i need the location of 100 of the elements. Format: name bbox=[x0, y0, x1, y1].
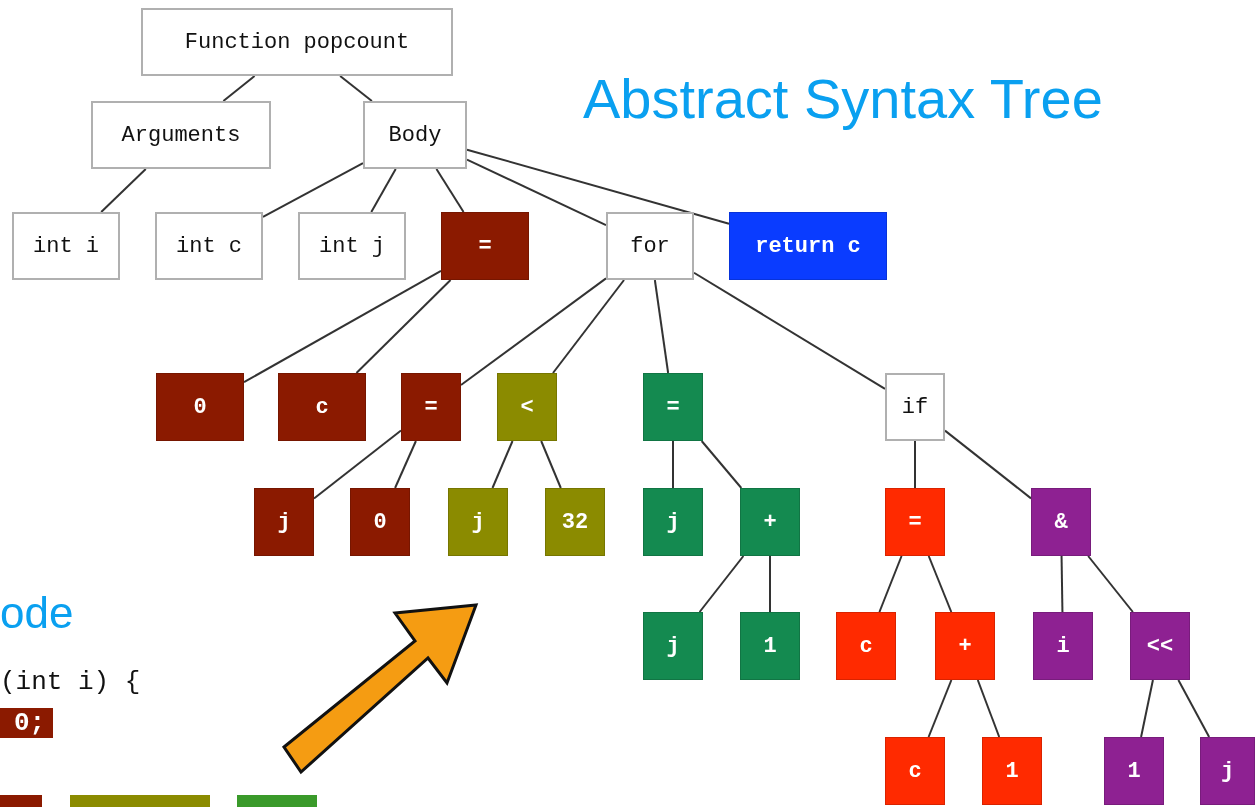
tree-node bbox=[298, 212, 406, 280]
tree-line bbox=[355, 279, 452, 374]
operator-node bbox=[350, 488, 410, 556]
operator-node bbox=[1200, 737, 1255, 805]
tree-line bbox=[466, 148, 730, 225]
tree-line bbox=[466, 158, 607, 227]
node-label: + bbox=[763, 509, 777, 535]
tree-line bbox=[222, 75, 256, 102]
node-label: c bbox=[908, 758, 922, 784]
tree-node bbox=[155, 212, 263, 280]
tree-line bbox=[698, 555, 745, 613]
node-label: j bbox=[666, 509, 680, 535]
node-label: << bbox=[1146, 633, 1174, 659]
node-label: < bbox=[520, 394, 534, 420]
tree-line bbox=[313, 429, 402, 500]
node-label: = bbox=[478, 233, 492, 259]
node-label: 1 bbox=[763, 633, 777, 659]
tree-line bbox=[927, 555, 953, 613]
node-label: Arguments bbox=[121, 122, 241, 148]
node-label: 0 bbox=[373, 509, 387, 535]
operator-node bbox=[156, 373, 244, 441]
node-label: Body bbox=[388, 122, 442, 148]
tree-line bbox=[491, 440, 514, 489]
tree-line bbox=[927, 679, 953, 738]
node-label: c bbox=[315, 394, 329, 420]
operator-node bbox=[740, 612, 800, 680]
operator-node bbox=[982, 737, 1042, 805]
node-label: 0 bbox=[193, 394, 207, 420]
node-label: int i bbox=[33, 233, 99, 259]
node-label: Function popcount bbox=[184, 29, 410, 55]
tree-line bbox=[460, 277, 607, 386]
node-label: j bbox=[471, 509, 485, 535]
operator-node bbox=[643, 488, 703, 556]
operator-node bbox=[401, 373, 461, 441]
tree-node bbox=[141, 8, 453, 76]
node-label: j bbox=[666, 633, 680, 659]
tree-line bbox=[339, 75, 373, 102]
node-label: int j bbox=[319, 233, 385, 259]
operator-node bbox=[643, 612, 703, 680]
operator-node bbox=[643, 373, 703, 441]
node-label: & bbox=[1054, 509, 1068, 535]
node-label: = bbox=[908, 509, 922, 535]
operator-node bbox=[1130, 612, 1190, 680]
node-label: c bbox=[859, 633, 873, 659]
node-label: for bbox=[630, 233, 670, 259]
tree-node bbox=[885, 373, 945, 441]
operator-node bbox=[545, 488, 605, 556]
node-label: if bbox=[901, 394, 929, 420]
tree-line bbox=[672, 440, 674, 489]
node-label: = bbox=[666, 394, 680, 420]
operator-node bbox=[1104, 737, 1164, 805]
node-label: j bbox=[1220, 758, 1235, 784]
operator-node bbox=[278, 373, 366, 441]
operator-node bbox=[441, 212, 529, 280]
operator-node bbox=[885, 737, 945, 805]
operator-node bbox=[935, 612, 995, 680]
tree-line bbox=[976, 679, 1001, 738]
operator-node bbox=[740, 488, 800, 556]
tree-line bbox=[1177, 679, 1211, 738]
operator-node bbox=[885, 488, 945, 556]
tree-line bbox=[914, 440, 916, 489]
operator-node bbox=[448, 488, 508, 556]
tree-line bbox=[262, 162, 364, 218]
diagram-title: Abstract Syntax Tree bbox=[583, 66, 1103, 131]
tree-line bbox=[944, 429, 1032, 500]
operator-node bbox=[254, 488, 314, 556]
node-label: int c bbox=[176, 233, 242, 259]
tree-line bbox=[243, 269, 442, 384]
operator-node bbox=[729, 212, 887, 280]
operator-node bbox=[1033, 612, 1093, 680]
tree-line bbox=[100, 168, 147, 213]
node-label: 1 bbox=[1005, 758, 1019, 784]
tree-line bbox=[394, 440, 417, 489]
tree-line bbox=[435, 168, 465, 213]
node-label: = bbox=[424, 394, 438, 420]
code-line: (int i) { bbox=[0, 667, 141, 697]
node-label: 1 bbox=[1127, 758, 1141, 784]
operator-node bbox=[497, 373, 557, 441]
operator-node bbox=[836, 612, 896, 680]
tree-line bbox=[693, 271, 886, 390]
node-label: i bbox=[1056, 633, 1070, 659]
section-heading: ode bbox=[0, 588, 74, 638]
node-label: + bbox=[958, 633, 972, 659]
tree-line bbox=[653, 279, 670, 374]
tree-line bbox=[700, 440, 743, 489]
tree-line bbox=[1060, 555, 1064, 613]
tree-line bbox=[552, 279, 626, 374]
tree-node bbox=[363, 101, 467, 169]
tree-node bbox=[12, 212, 120, 280]
tree-node bbox=[606, 212, 694, 280]
tree-line bbox=[878, 555, 903, 613]
tree-line bbox=[1140, 679, 1154, 738]
tree-line bbox=[769, 555, 771, 613]
tree-node bbox=[91, 101, 271, 169]
node-label: j bbox=[277, 509, 291, 535]
node-label: 32 bbox=[561, 509, 589, 535]
node-label: return c bbox=[755, 233, 861, 259]
tree-line bbox=[540, 440, 562, 489]
tree-line bbox=[370, 168, 397, 213]
operator-node bbox=[1031, 488, 1091, 556]
